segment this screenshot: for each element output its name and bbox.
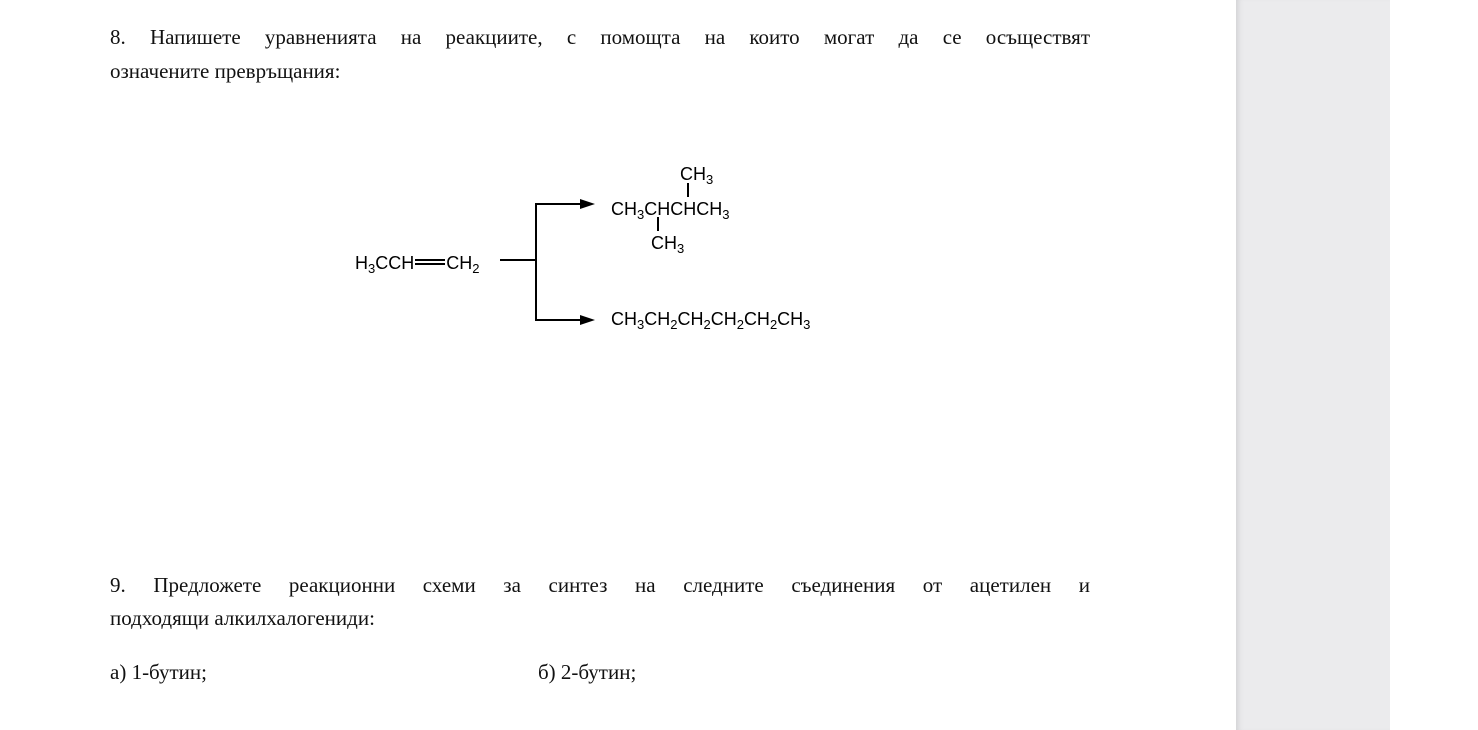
product-2-hexane: CH3CH2CH2CH2CH2CH3 bbox=[611, 309, 811, 332]
branch-vertical bbox=[535, 203, 537, 321]
q9-line-1: 9. Предложете реакционни схеми за синтез… bbox=[110, 573, 1090, 597]
bond-bottom bbox=[657, 217, 659, 231]
arrow-1-head-icon bbox=[580, 199, 595, 209]
q8-line-1: 8. Напишете уравненията на реакциите, с … bbox=[110, 25, 1090, 49]
product-1-top-methyl: CH3 bbox=[680, 164, 714, 187]
q9-item-a: а) 1-бутин; bbox=[110, 660, 207, 684]
arrow-2-head-icon bbox=[580, 315, 595, 325]
q9-line-2: подходящи алкилхалогениди: bbox=[110, 606, 375, 630]
sidebar-panel bbox=[1236, 0, 1390, 730]
product-1-bottom-methyl: CH3 bbox=[651, 233, 685, 256]
q9-item-b: б) 2-бутин; bbox=[538, 660, 637, 684]
arrow-2-shaft bbox=[535, 319, 583, 321]
arrow-1-shaft bbox=[535, 203, 583, 205]
bond-top bbox=[687, 183, 689, 197]
double-bond bbox=[415, 259, 446, 265]
q8-line-2: означените превръщания: bbox=[110, 59, 341, 83]
product-1-main-chain: CH3CHCHCH3 bbox=[611, 199, 730, 222]
branch-line bbox=[500, 259, 536, 261]
